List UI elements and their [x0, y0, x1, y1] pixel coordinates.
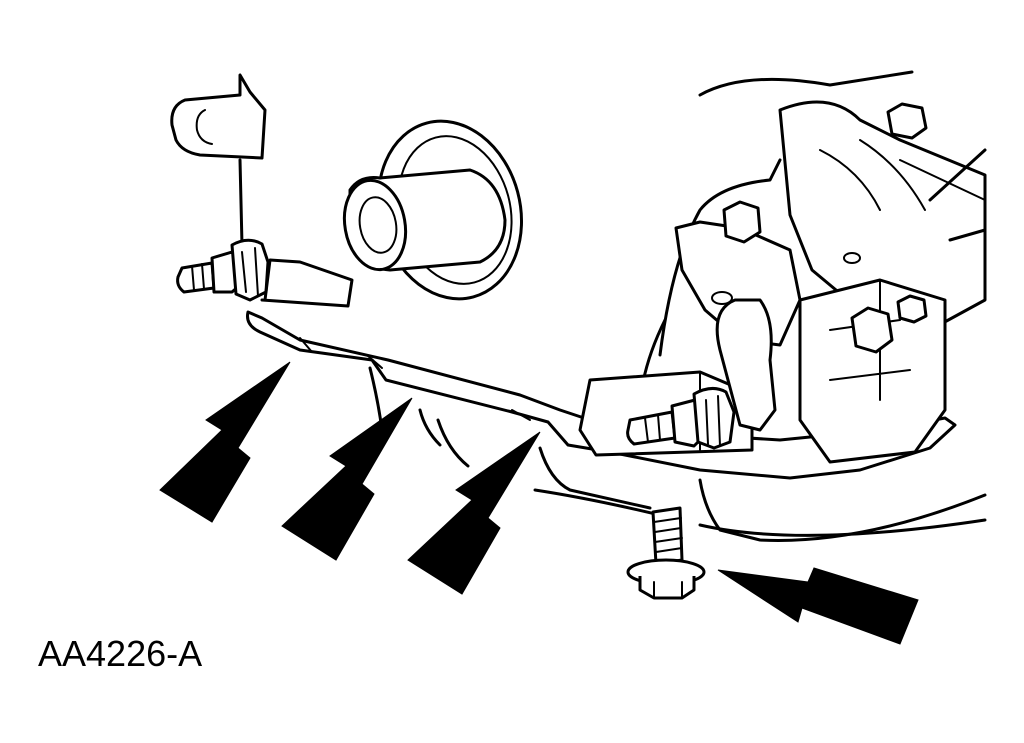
oil-pan-body [533, 446, 987, 542]
callout-arrows [159, 361, 919, 645]
figure-id-label: AA4226-A [38, 633, 203, 674]
left-upper-bracket [170, 73, 267, 247]
left-stud-bolt [176, 238, 270, 302]
arrow-icon [407, 431, 541, 595]
hex-bolts [711, 102, 928, 354]
arrow-icon [159, 361, 291, 523]
crankshaft-pulley [342, 119, 524, 301]
arrow-icon [281, 397, 413, 561]
flange-bolt [626, 506, 706, 600]
arrow-icon [717, 567, 919, 645]
right-engine-block [578, 70, 987, 464]
right-stud-bolt [626, 387, 736, 450]
